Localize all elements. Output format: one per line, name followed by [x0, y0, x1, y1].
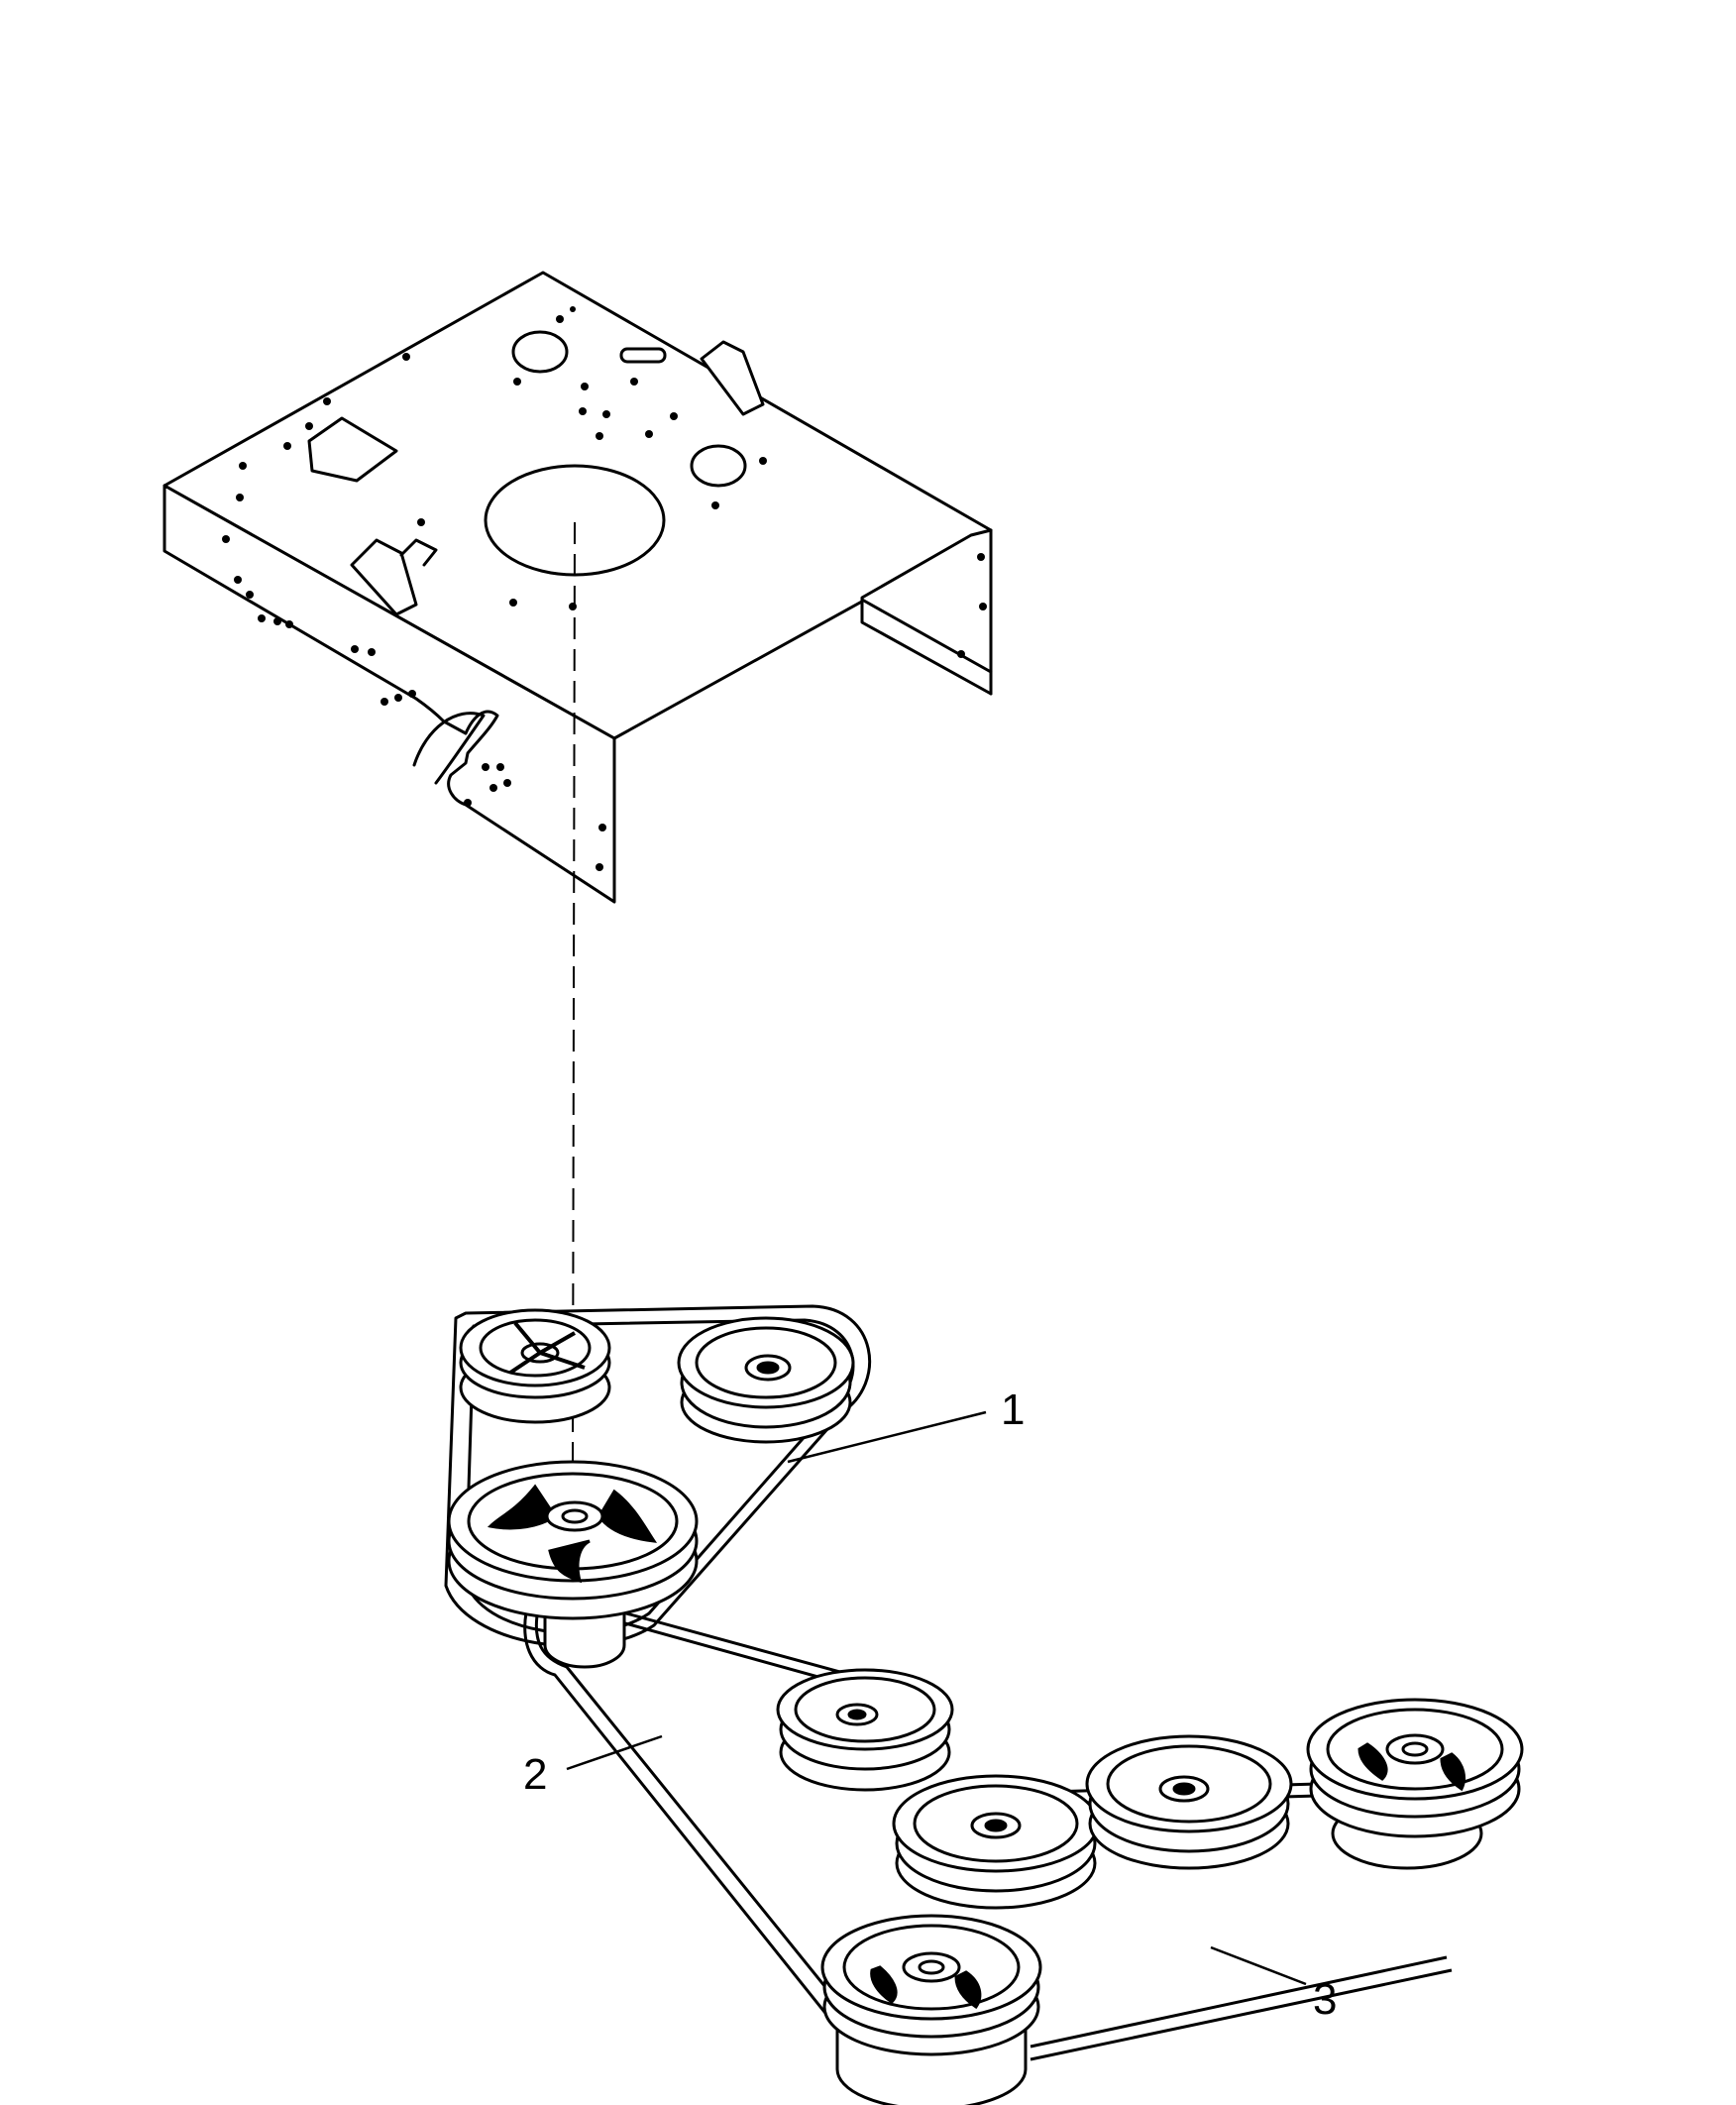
plate-left-flange [163, 484, 616, 904]
mounting-plate [163, 271, 993, 904]
belt-3 [980, 1782, 1453, 2061]
plate-flange-slot [412, 712, 486, 785]
pulley-bottom-left [820, 1914, 1042, 2105]
leader-line-2 [566, 1734, 663, 1771]
pulley-far-right [1306, 1698, 1524, 1870]
plate-small-holes [222, 306, 987, 871]
belt-2 [523, 1584, 942, 2072]
pulley-lower-center-right [1085, 1734, 1293, 1870]
belts [444, 1304, 1453, 2072]
leader-line-3 [1210, 1945, 1307, 1986]
pulley-middle [776, 1668, 954, 1792]
callout-1: 1 [1001, 1385, 1025, 1434]
pulley-main-drive [447, 1460, 699, 1669]
plate-hole-a [511, 330, 569, 374]
pulleys [447, 1308, 1524, 2105]
callouts [566, 1410, 1307, 1986]
pulley-top-left [459, 1308, 611, 1424]
callout-2: 2 [523, 1750, 547, 1799]
plate-bracket-left [307, 416, 398, 483]
callout-3: 3 [1313, 1975, 1337, 2024]
plate-bracket-tab [399, 538, 438, 567]
plate-bracket-right [700, 340, 765, 416]
plate-hole-b [690, 444, 747, 488]
plate-bracket-front [350, 538, 418, 616]
plate-slot [619, 347, 667, 364]
plate-top-face [163, 271, 993, 740]
leader-line-1 [787, 1410, 987, 1464]
pulley-lower-center [892, 1774, 1100, 1910]
pulley-top-right [677, 1316, 855, 1444]
